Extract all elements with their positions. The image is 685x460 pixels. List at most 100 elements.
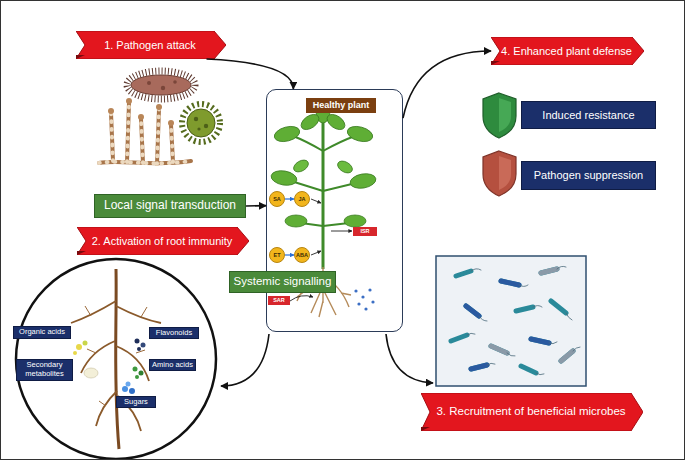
- beneficial-microbes: [436, 256, 586, 386]
- root-exudate-circle: [133, 367, 138, 372]
- node-label: ABA: [296, 252, 308, 258]
- node-label: Pathogen suppression: [534, 169, 643, 182]
- ribbon-fold: [491, 61, 500, 65]
- curved-arrow: [221, 334, 269, 386]
- virus: [204, 124, 208, 128]
- root-exudate-circle: [85, 306, 147, 406]
- bacterium: [147, 81, 151, 85]
- plant-panel: Healthy plantSA JA ET ABA ISR SAR: [266, 89, 403, 332]
- root-exudate-circle: [122, 386, 128, 392]
- flow-arrow: [403, 51, 491, 118]
- node-label: Secondary metabolites: [17, 361, 72, 378]
- resistance-tag: SAR: [268, 296, 290, 305]
- root-exudate-circle: [135, 375, 139, 379]
- root-exudate-circle: [126, 382, 131, 387]
- fungal-hyphae: [99, 103, 191, 164]
- node-label: Flavonoids: [156, 329, 192, 338]
- green-shield: [483, 93, 516, 138]
- ribbon-fold: [77, 251, 86, 255]
- flow-arrow: [207, 59, 294, 89]
- node-label: 2. Activation of root immunity: [80, 235, 247, 248]
- bacterium: [127, 71, 195, 99]
- node-label: Organic acids: [19, 328, 65, 337]
- ribbon-fold: [76, 55, 85, 59]
- root-exudate-circle: [141, 343, 146, 348]
- node-label: Induced resistance: [542, 109, 634, 122]
- hormone-circle: ABA: [294, 247, 310, 263]
- exudate-box: Organic acids: [13, 326, 71, 339]
- root-exudate-circle: [16, 259, 216, 459]
- exudate-box: Amino acids: [149, 359, 196, 371]
- fungal-hyphae: [99, 98, 191, 164]
- node-label: ET: [273, 252, 280, 258]
- green-shield: [499, 98, 511, 132]
- root-exudate-circle: [16, 259, 216, 459]
- exudate-box: Flavonoids: [149, 327, 199, 339]
- hormone-circle: JA: [294, 191, 310, 207]
- root-exudate-circle: [137, 347, 141, 351]
- step-banner: 2. Activation of root immunity: [77, 227, 249, 255]
- signal-box: Local signal transduction: [94, 194, 246, 218]
- node-label: 4. Enhanced plant defense: [489, 45, 646, 58]
- root-exudate-circle: [76, 344, 82, 350]
- virus: [182, 104, 220, 142]
- node-label: SAR: [273, 297, 285, 303]
- beneficial-microbes: [491, 269, 573, 361]
- node-label: Amino acids: [152, 361, 193, 370]
- step-banner: 3. Recruitment of beneficial microbes: [421, 393, 643, 431]
- root-exudate-circle: [135, 339, 140, 344]
- node-label: Systemic signalling: [234, 275, 332, 288]
- hormone-circle: SA: [269, 191, 285, 207]
- hormone-circle: ET: [269, 247, 285, 263]
- node-label: ISR: [360, 228, 369, 234]
- fungal-hyphae: [126, 98, 132, 104]
- bacterium: [131, 75, 191, 95]
- node-label: 1. Pathogen attack: [92, 39, 210, 52]
- root-exudate-circle: [71, 301, 161, 431]
- bacterium: [161, 86, 165, 90]
- beneficial-microbes: [466, 281, 549, 369]
- step-banner: 1. Pathogen attack: [76, 31, 226, 59]
- bacterium: [173, 80, 177, 84]
- outcome-box: Induced resistance: [521, 101, 656, 129]
- root-exudate-circle: [83, 341, 88, 346]
- fungal-hyphae: [138, 114, 144, 120]
- curved-arrow: [386, 334, 433, 383]
- red-shield: [499, 156, 511, 190]
- node-label: Local signal transduction: [104, 199, 236, 213]
- virus: [197, 127, 200, 130]
- root-exudate-circle: [129, 388, 135, 394]
- flow-arrow: [246, 205, 266, 207]
- fungal-hyphae: [99, 103, 191, 164]
- root-exudate-circle: [116, 269, 119, 449]
- virus: [194, 117, 198, 121]
- virus: [182, 104, 220, 142]
- fungal-hyphae: [108, 108, 114, 114]
- ribbon-fold: [421, 427, 430, 431]
- root-exudate-circle: [73, 351, 77, 355]
- beneficial-microbes: [451, 269, 573, 373]
- beneficial-microbes: [467, 266, 580, 374]
- red-shield: [483, 151, 516, 196]
- signal-box: Systemic signalling: [229, 271, 336, 293]
- beneficial-microbes: [436, 256, 586, 386]
- fungal-hyphae: [156, 104, 162, 110]
- ribbon-shape: [76, 31, 226, 59]
- node-label: 3. Recruitment of beneficial microbes: [424, 405, 639, 418]
- resistance-tag: ISR: [353, 227, 377, 236]
- bacterium: [127, 71, 195, 99]
- root-exudate-circle: [84, 368, 98, 378]
- ribbon-shape: [77, 227, 249, 255]
- fungal-hyphae: [168, 120, 174, 126]
- exudate-box: Secondary metabolites: [16, 359, 73, 381]
- panel-heading: Healthy plant: [306, 98, 376, 113]
- exudate-box: Sugars: [116, 396, 156, 408]
- node-label: Sugars: [124, 398, 148, 407]
- outcome-box: Pathogen suppression: [521, 161, 656, 190]
- node-label: SA: [273, 196, 281, 202]
- step-banner: 4. Enhanced plant defense: [491, 37, 644, 65]
- virus: [187, 109, 215, 137]
- ribbon-shape: [421, 393, 643, 431]
- root-exudate-circle: [139, 371, 144, 376]
